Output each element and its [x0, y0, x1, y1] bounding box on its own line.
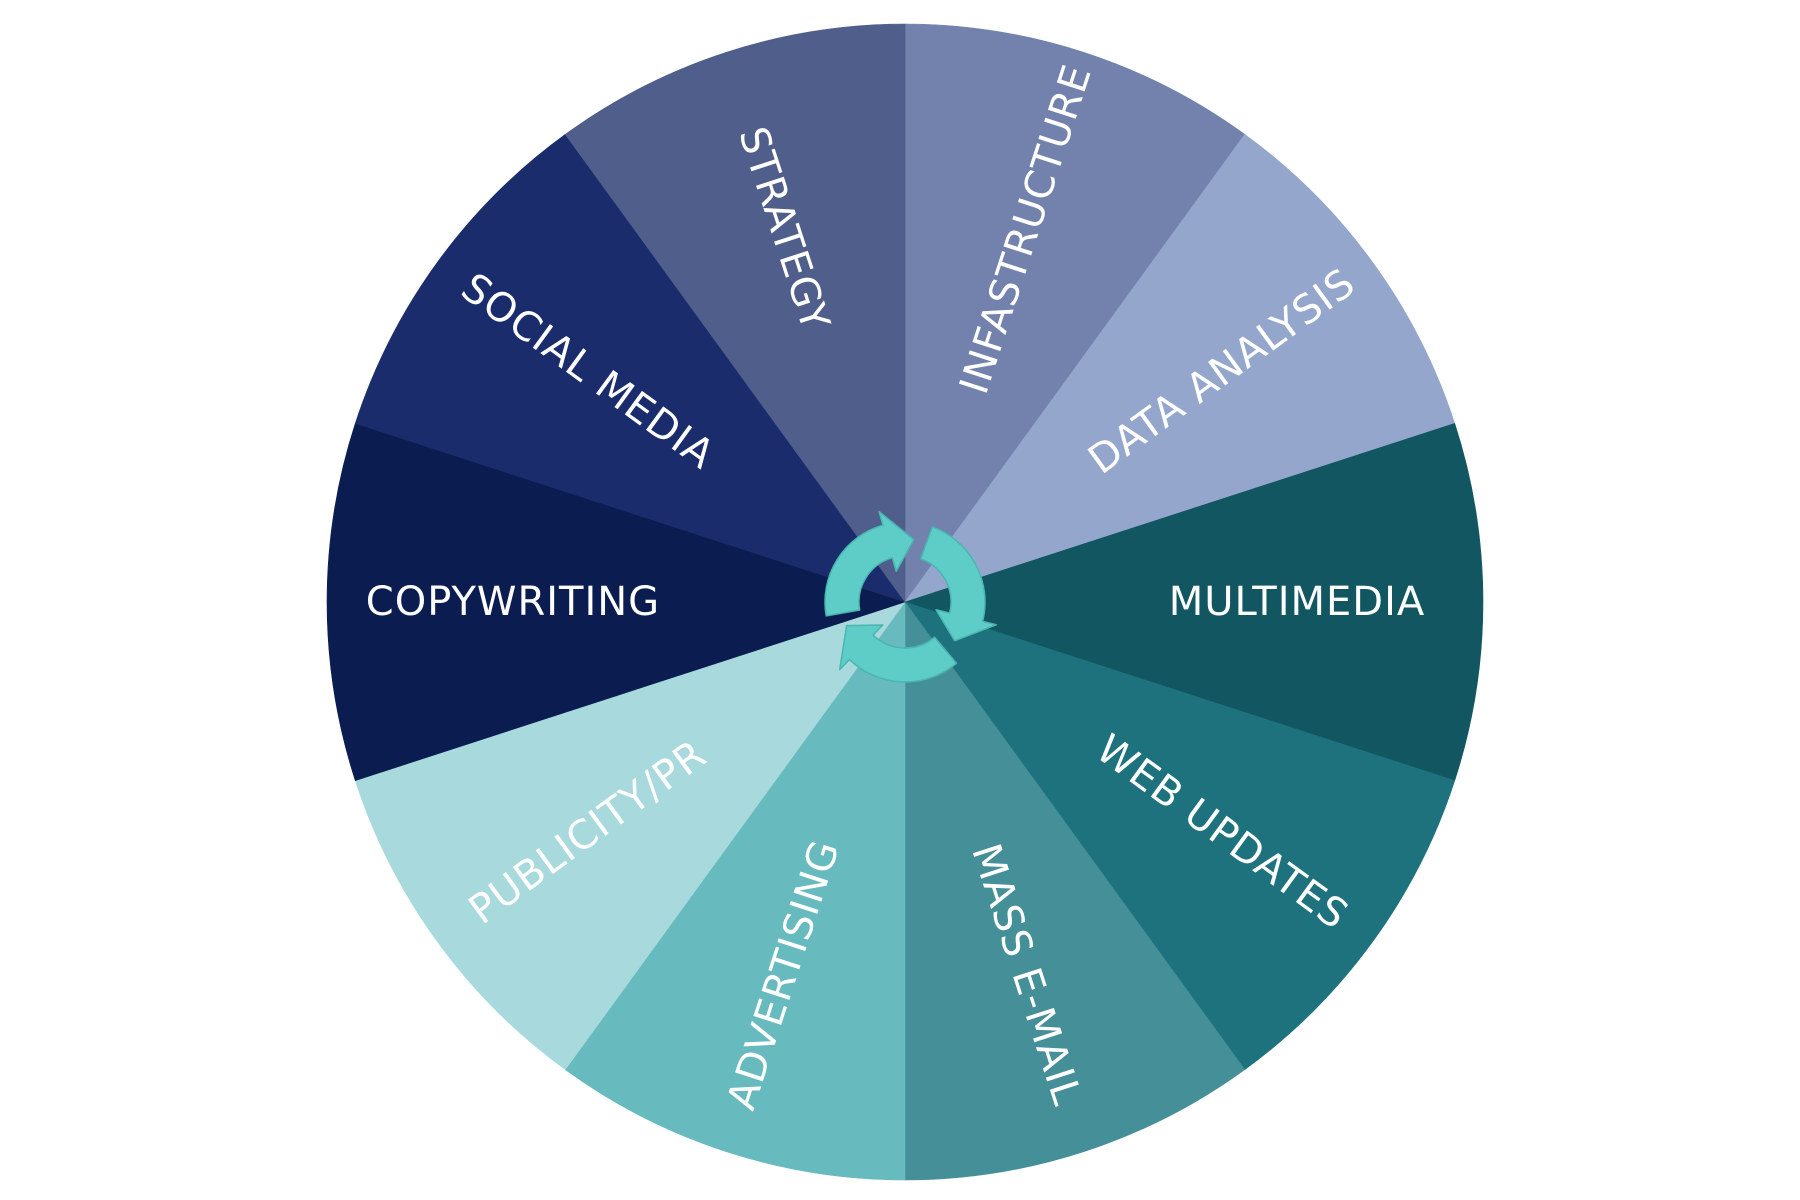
segment-data-analysis [904, 133, 1456, 603]
cycle-arrow [838, 624, 958, 683]
segment-advertising [564, 601, 906, 1181]
segment-mass-e-mail [904, 601, 1246, 1181]
segment-web-updates [904, 601, 1456, 1071]
cycle-arrow [919, 526, 997, 642]
segment-social-media [354, 133, 906, 603]
segment-copywriting [326, 423, 906, 781]
segment-label-copywriting: COPYWRITING [366, 579, 660, 625]
segment-infastructure [904, 23, 1246, 603]
cycle-arrow [824, 510, 915, 617]
segment-strategy [564, 23, 906, 603]
segment-multimedia [904, 423, 1484, 781]
segment-publicity-pr [354, 601, 906, 1071]
cycle-arrows-icon [824, 510, 997, 683]
segment-label-multimedia: MULTIMEDIA [1169, 579, 1426, 625]
